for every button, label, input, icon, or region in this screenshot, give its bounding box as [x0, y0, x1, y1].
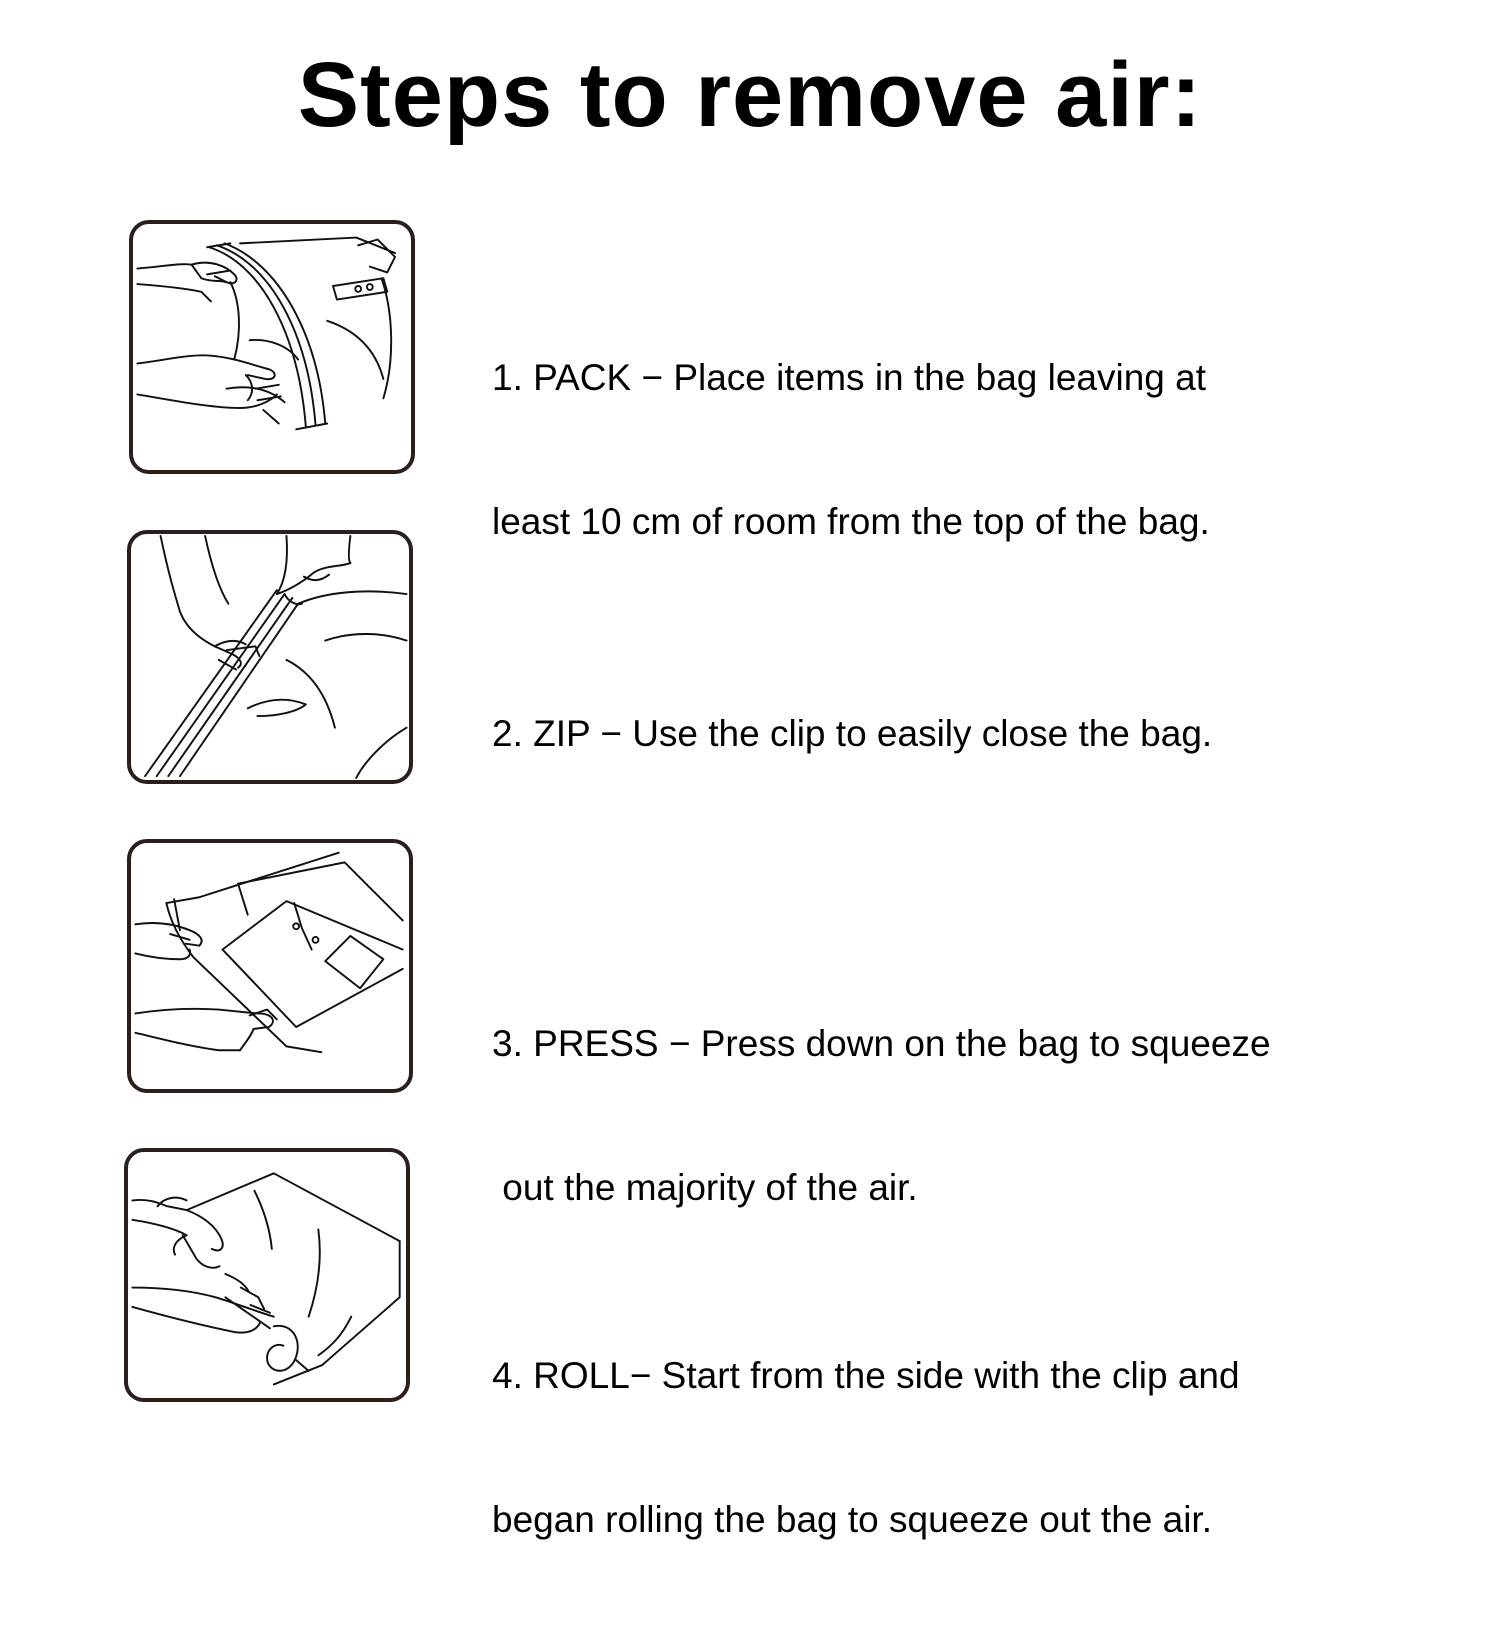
step-text-line: began rolling the bag to squeeze out the…: [492, 1499, 1212, 1540]
step-text-line: out the majority of the air.: [492, 1167, 918, 1208]
step-text-line: 3. PRESS − Press down on the bag to sque…: [492, 1023, 1271, 1064]
page-title: Steps to remove air:: [297, 44, 1203, 146]
hands-rolling-bag-icon: [124, 1148, 410, 1402]
hands-zipping-bag-icon: [127, 530, 413, 784]
step-pack-text: 1. PACK − Place items in the bag leaving…: [492, 258, 1432, 642]
step-text-line: 2. ZIP − Use the clip to easily close th…: [492, 713, 1213, 754]
step-text-line: least 10 cm of room from the top of the …: [492, 501, 1210, 542]
hands-packing-bag-icon: [129, 220, 415, 474]
step-zip-text: 2. ZIP − Use the clip to easily close th…: [492, 614, 1432, 854]
hands-pressing-bag-icon: [127, 839, 413, 1093]
step-text-line: 4. ROLL− Start from the side with the cl…: [492, 1355, 1240, 1396]
step-roll-text: 4. ROLL− Start from the side with the cl…: [492, 1256, 1432, 1640]
step-press-text: 3. PRESS − Press down on the bag to sque…: [492, 924, 1432, 1308]
step-text-line: 1. PACK − Place items in the bag leaving…: [492, 357, 1207, 398]
